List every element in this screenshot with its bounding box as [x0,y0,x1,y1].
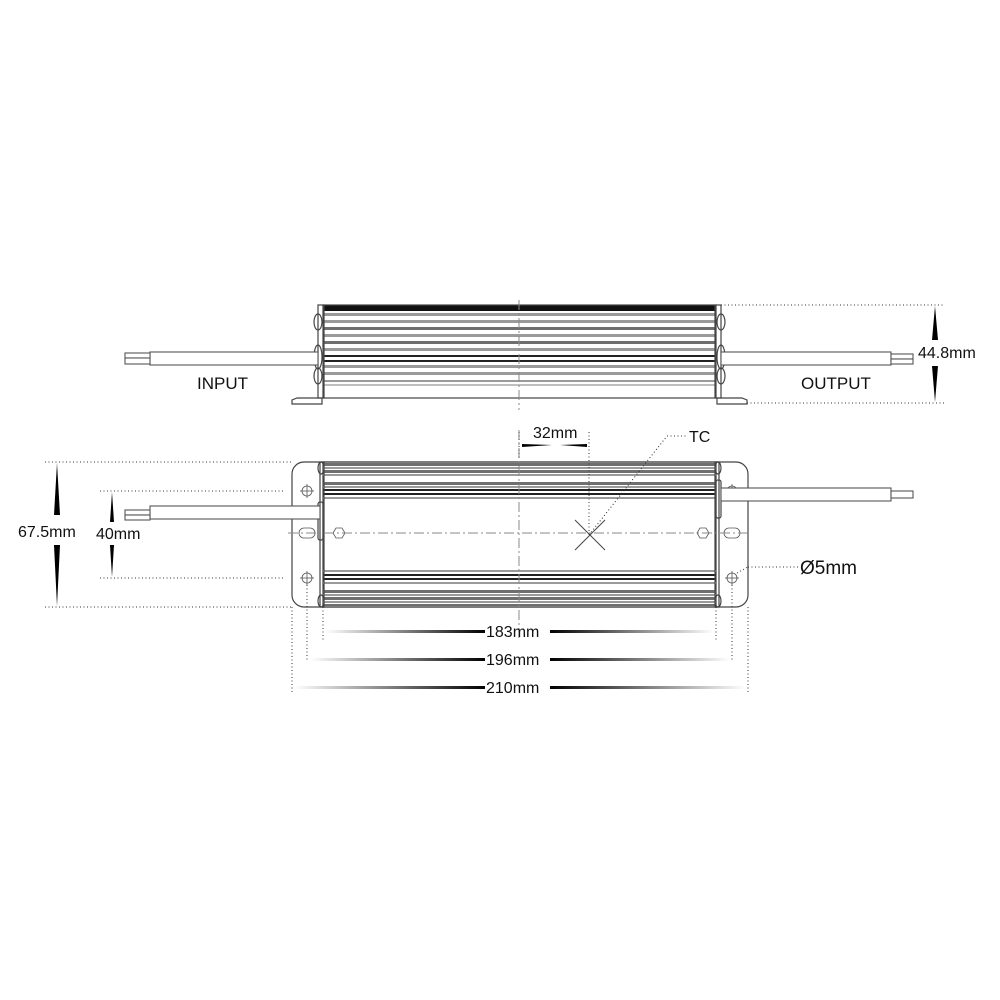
tc-marker [574,435,688,551]
hole-diameter-label: Ø5mm [800,558,857,579]
overall-width-dimension-label: 67.5mm [18,524,76,541]
dim-arrow-down [932,366,938,402]
input-cable [149,351,319,366]
input-label: INPUT [197,374,248,393]
mount-hole-spacing-dimension-label: 196mm [486,652,539,669]
tc-offset-dimension-label: 32mm [533,425,577,442]
body-length-dimension-label: 183mm [486,624,539,641]
right-mount-foot [716,397,748,405]
plan-output-cable [720,487,892,502]
mount-hole-bottom-left [300,571,314,585]
height-dimension-label: 44.8mm [918,345,976,362]
mount-hole-top-left [300,484,314,498]
output-cable [720,351,892,366]
left-mount-foot [291,397,323,405]
overall-length-dimension-label: 210mm [486,680,539,697]
plan-input-cable [149,505,321,520]
side-view: 44.8mm INPUT OUTPUT [124,300,976,410]
mount-hole-bottom-right [725,571,739,585]
dim-arrow-up [932,306,938,340]
tc-label: TC [689,429,710,446]
plan-view: TC 32mm 67.5mm 40mm Ø5mm 183mm [18,425,914,697]
mount-spacing-dimension-label: 40mm [96,526,140,543]
output-label: OUTPUT [801,374,871,393]
